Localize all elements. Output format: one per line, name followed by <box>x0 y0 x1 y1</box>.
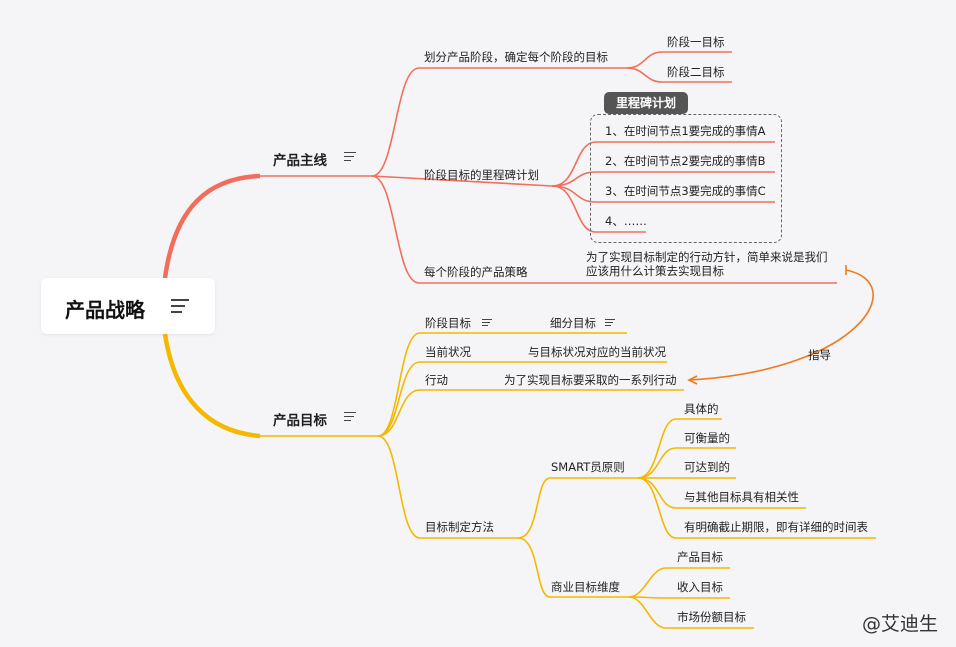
topic-stage-2-goal[interactable]: 阶段二目标 <box>667 65 725 79</box>
topic-goal-method[interactable]: 目标制定方法 <box>425 520 494 534</box>
topic-stage-goal[interactable]: 阶段目标 <box>425 316 471 330</box>
root-label: 产品战略 <box>65 298 145 322</box>
topic-smart-item[interactable]: 可达到的 <box>684 460 730 474</box>
topic-milestone-item[interactable]: 4、…… <box>605 214 647 228</box>
goal-connectors <box>162 332 876 629</box>
topic-smart-item[interactable]: 有明确截止期限，即有详细的时间表 <box>684 520 868 534</box>
milestone-boundary <box>590 114 782 243</box>
topic-action-detail[interactable]: 为了实现目标要采取的一系列行动 <box>504 373 677 387</box>
notes-icon[interactable] <box>171 299 189 313</box>
relation-label[interactable]: 指导 <box>808 348 831 362</box>
topic-business-item[interactable]: 收入目标 <box>677 580 723 594</box>
topic-business[interactable]: 商业目标维度 <box>551 580 620 594</box>
topic-stage-1-goal[interactable]: 阶段一目标 <box>667 35 725 49</box>
mainline-connectors <box>162 51 837 284</box>
topic-action[interactable]: 行动 <box>425 373 448 387</box>
topic-smart[interactable]: SMART员原则 <box>551 460 625 474</box>
topic-business-item[interactable]: 产品目标 <box>677 550 723 564</box>
notes-icon[interactable] <box>344 412 356 422</box>
relation-arrow <box>687 265 874 385</box>
topic-stage-division[interactable]: 划分产品阶段，确定每个阶段的目标 <box>424 50 608 64</box>
topic-strategy-note[interactable]: 为了实现目标制定的行动方针，简单来说是我们应该用什么计策去实现目标 <box>586 250 828 278</box>
notes-icon[interactable] <box>344 152 356 162</box>
topic-sub-goal[interactable]: 细分目标 <box>550 316 596 330</box>
topic-milestone-item[interactable]: 3、在时间节点3要完成的事情C <box>605 184 766 198</box>
topic-smart-item[interactable]: 具体的 <box>684 402 719 416</box>
topic-product-mainline[interactable]: 产品主线 <box>273 153 327 169</box>
milestone-boundary-title[interactable]: 里程碑计划 <box>604 92 689 114</box>
topic-milestone-item[interactable]: 1、在时间节点1要完成的事情A <box>605 124 766 138</box>
topic-business-item[interactable]: 市场份额目标 <box>677 610 746 624</box>
notes-icon[interactable] <box>605 319 615 327</box>
watermark: @艾迪生 <box>862 613 939 635</box>
root-node[interactable]: 产品战略 <box>41 278 215 334</box>
topic-product-goal[interactable]: 产品目标 <box>273 413 327 429</box>
topic-current-status-detail[interactable]: 与目标状况对应的当前状况 <box>528 345 666 359</box>
notes-icon[interactable] <box>482 319 492 327</box>
topic-current-status[interactable]: 当前状况 <box>425 345 471 359</box>
topic-smart-item[interactable]: 可衡量的 <box>684 431 730 445</box>
topic-stage-strategy[interactable]: 每个阶段的产品策略 <box>424 265 528 279</box>
topic-smart-item[interactable]: 与其他目标具有相关性 <box>684 490 799 504</box>
topic-milestone-plan[interactable]: 阶段目标的里程碑计划 <box>424 168 539 182</box>
topic-milestone-item[interactable]: 2、在时间节点2要完成的事情B <box>605 154 766 168</box>
